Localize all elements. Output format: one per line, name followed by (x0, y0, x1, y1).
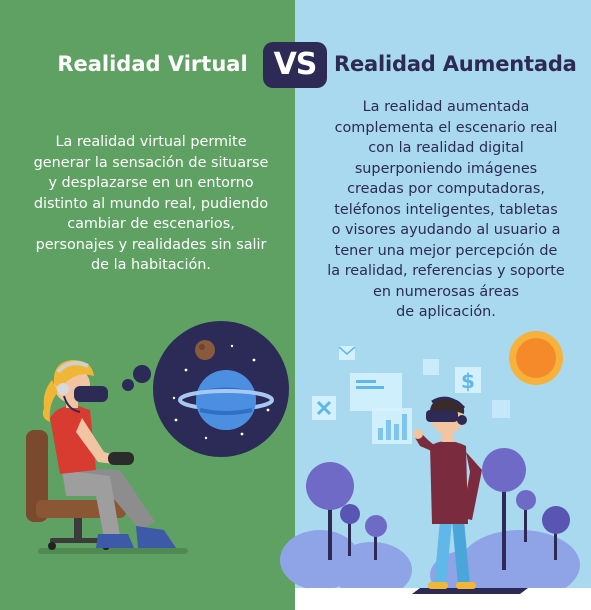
ar-glasses-icon (426, 410, 458, 422)
ar-person-hand (413, 429, 423, 439)
ar-person-hoodie (430, 441, 468, 524)
thought-dot-small (122, 379, 134, 391)
ponytail (42, 380, 58, 422)
description-line: distinto al mundo real, pudiendo (33, 195, 269, 212)
description-line: la realidad, referencias y soporte (327, 263, 565, 279)
description-line: La realidad aumentada (362, 99, 530, 115)
shoe-right (136, 526, 176, 548)
virtual-reality-description: La realidad virtual permite generar la s… (22, 132, 280, 276)
ar-scene: $ (280, 331, 591, 610)
ar-person-leg-left (434, 520, 452, 586)
shoe-left (96, 534, 134, 548)
ar-person-leg-right (452, 520, 470, 586)
augmented-reality-title: Realidad Aumentada (334, 52, 577, 76)
description-line: complementa el escenario real (334, 119, 558, 136)
ar-headphones-icon (457, 415, 467, 425)
description-line: teléfonos inteligentes, tabletas (334, 201, 558, 218)
description-line: superponiendo imágenes (354, 160, 538, 177)
description-line: y desplazarse en un entorno (48, 175, 254, 191)
hologram-chart-panel (350, 373, 402, 411)
virtual-reality-title: Realidad Virtual (57, 52, 248, 76)
hologram-dollar-icon (455, 367, 481, 393)
stars (172, 344, 270, 440)
vr-scene (26, 321, 289, 554)
vs-badge: VS (263, 42, 327, 88)
description-line: en numerosas áreas (372, 283, 520, 300)
thought-dot-large (133, 365, 151, 383)
augmented-reality-description: La realidad aumentada complementa el esc… (305, 97, 587, 323)
trees (306, 448, 570, 570)
chair-back (26, 430, 48, 522)
description-line: creadas por computadoras, (347, 181, 545, 197)
hologram-mail-icon (339, 346, 355, 360)
description-line: de aplicación. (396, 304, 496, 320)
bushes (280, 530, 580, 600)
ar-person-shoe-right (456, 582, 476, 589)
description-line: personajes y realidades sin salir (35, 236, 267, 253)
description-line: cambiar de escenarios, (67, 216, 235, 232)
description-line: tener una mejor percepción de (334, 242, 558, 259)
description-line: La realidad virtual permite (55, 134, 247, 150)
dollar-symbol: $ (461, 369, 475, 393)
description-line: generar la sensación de situarse (33, 154, 269, 171)
ar-person-shoe-left (428, 582, 448, 589)
game-controller-icon (108, 452, 134, 465)
description-line: de la habitación. (91, 257, 211, 273)
headphones-icon (57, 383, 69, 395)
description-line: o visores ayudando al usuario a (331, 222, 561, 238)
description-line: con la realidad digital (368, 140, 524, 156)
vr-headset-icon (74, 386, 108, 402)
small-planet (195, 340, 215, 360)
floor-shadow (38, 548, 188, 554)
